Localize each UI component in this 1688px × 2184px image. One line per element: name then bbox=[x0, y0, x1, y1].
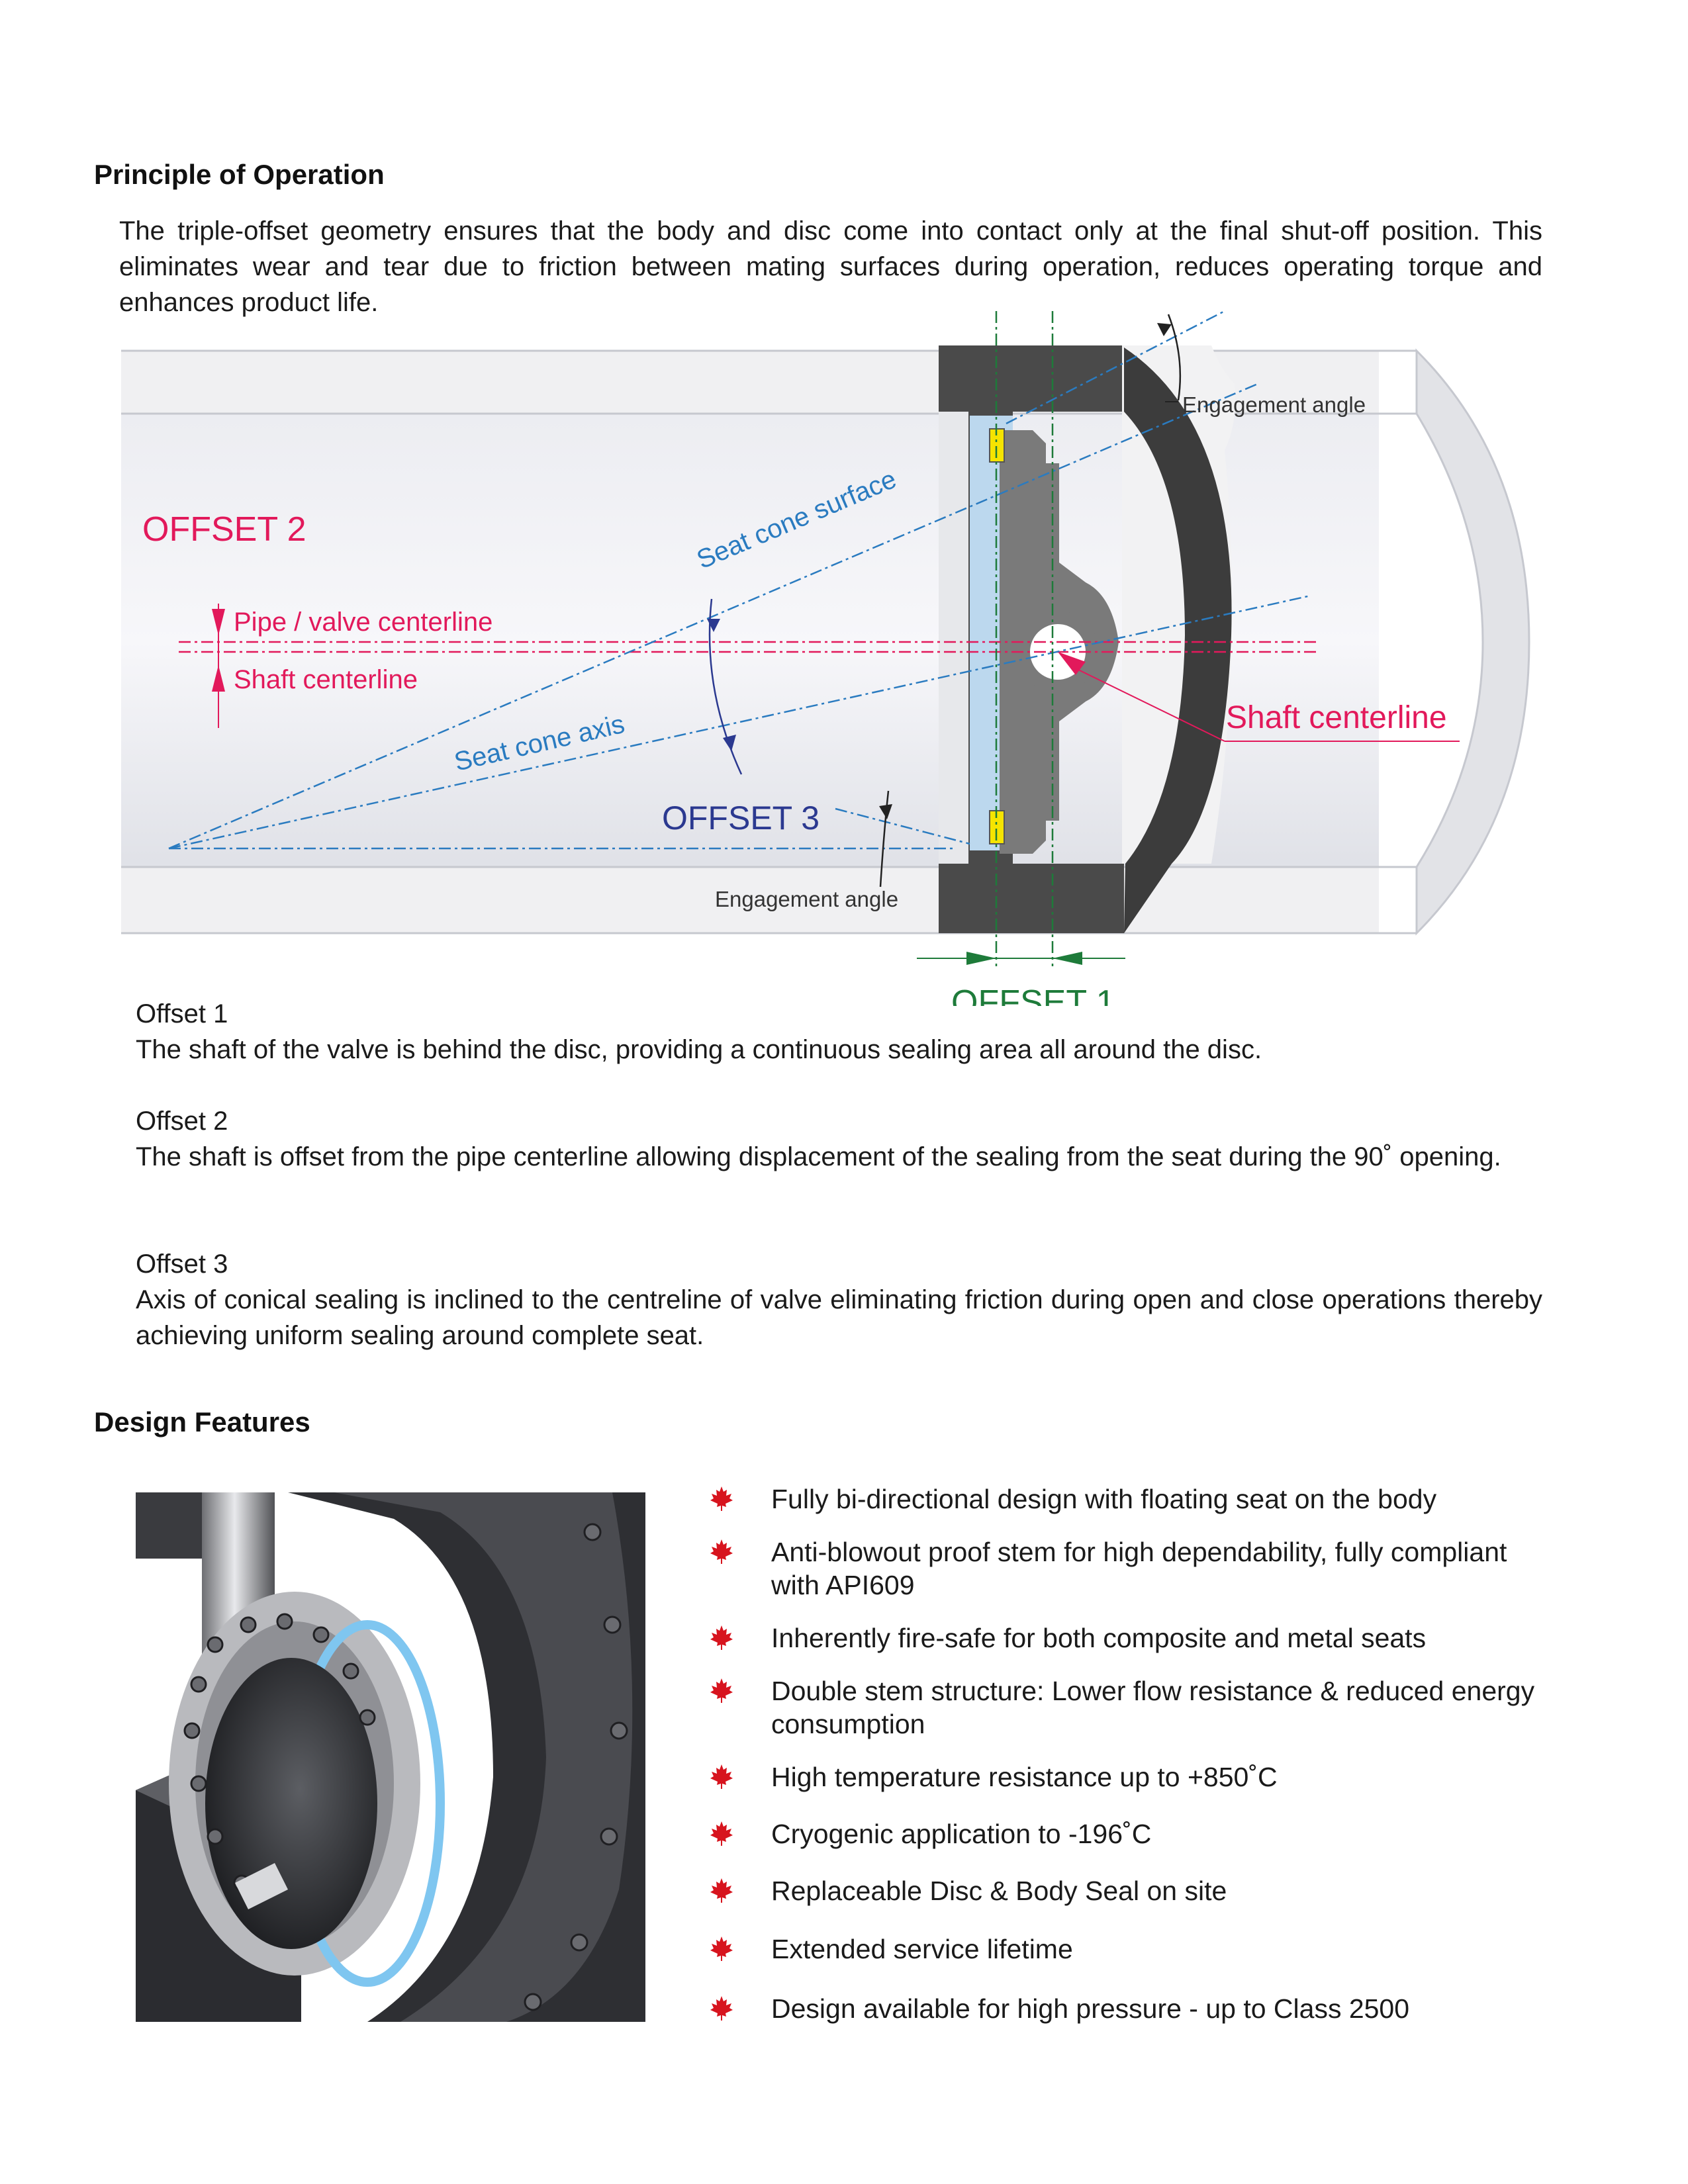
engagement-angle-bottom-label: Engagement angle bbox=[715, 887, 898, 911]
feature-text: Fully bi-directional design with floatin… bbox=[771, 1484, 1437, 1514]
maple-leaf-icon bbox=[710, 1625, 733, 1650]
design-features-list: Fully bi-directional design with floatin… bbox=[708, 1482, 1562, 2025]
valve-cutaway-image bbox=[136, 1492, 645, 2022]
offset-2-text: The shaft is offset from the pipe center… bbox=[136, 1142, 1501, 1171]
feature-text: Design available for high pressure - up … bbox=[771, 1993, 1410, 2024]
feature-item: Cryogenic application to -196˚C bbox=[708, 1817, 1562, 1850]
feature-text: High temperature resistance up to +850˚C bbox=[771, 1762, 1278, 1792]
maple-leaf-icon bbox=[710, 1996, 733, 2021]
offset-3-title: Offset 3 bbox=[136, 1250, 228, 1279]
feature-text: Cryogenic application to -196˚C bbox=[771, 1819, 1152, 1849]
feature-text: Double stem structure: Lower flow resist… bbox=[771, 1676, 1535, 1739]
maple-leaf-icon bbox=[710, 1878, 733, 1903]
feature-item: Extended service lifetime bbox=[708, 1933, 1562, 1966]
offset-1-text: The shaft of the valve is behind the dis… bbox=[136, 1035, 1262, 1064]
offset-1-block: Offset 1 The shaft of the valve is behin… bbox=[136, 996, 1542, 1068]
offset-2-title: Offset 2 bbox=[136, 1107, 228, 1136]
shaft-centerline-left-label: Shaft centerline bbox=[234, 665, 418, 694]
pipe-centerline-label: Pipe / valve centerline bbox=[234, 608, 492, 637]
maple-leaf-icon bbox=[710, 1936, 733, 1961]
offset2-label: OFFSET 2 bbox=[142, 510, 306, 549]
maple-leaf-icon bbox=[710, 1486, 733, 1511]
feature-item: Inherently fire-safe for both composite … bbox=[708, 1621, 1562, 1655]
feature-item: High temperature resistance up to +850˚C bbox=[708, 1760, 1562, 1794]
feature-text: Inherently fire-safe for both composite … bbox=[771, 1623, 1427, 1653]
feature-item: Replaceable Disc & Body Seal on site bbox=[708, 1874, 1562, 1907]
feature-item: Double stem structure: Lower flow resist… bbox=[708, 1674, 1562, 1741]
principle-intro: The triple-offset geometry ensures that … bbox=[119, 216, 1542, 317]
offset-3-text: Axis of conical sealing is inclined to t… bbox=[136, 1285, 1542, 1350]
feature-text: Replaceable Disc & Body Seal on site bbox=[771, 1876, 1227, 1906]
maple-leaf-icon bbox=[710, 1764, 733, 1789]
maple-leaf-icon bbox=[710, 1678, 733, 1703]
offset-1-title: Offset 1 bbox=[136, 999, 228, 1028]
feature-text: Anti-blowout proof stem for high dependa… bbox=[771, 1537, 1507, 1600]
feature-item: Anti-blowout proof stem for high dependa… bbox=[708, 1535, 1562, 1602]
offset1-label: OFFSET 1 bbox=[951, 983, 1115, 1006]
angle-markers bbox=[212, 314, 1460, 965]
feature-item: Fully bi-directional design with floatin… bbox=[708, 1482, 1562, 1516]
centerlines bbox=[168, 310, 1317, 966]
feature-item: Design available for high pressure - up … bbox=[708, 1992, 1562, 2025]
offset3-label: OFFSET 3 bbox=[662, 799, 820, 837]
offset-2-block: Offset 2 The shaft is offset from the pi… bbox=[136, 1103, 1542, 1175]
maple-leaf-icon bbox=[710, 1539, 733, 1564]
offset-3-block: Offset 3 Axis of conical sealing is incl… bbox=[136, 1246, 1542, 1353]
feature-text: Extended service lifetime bbox=[771, 1934, 1073, 1964]
engagement-angle-top-label: Engagement angle bbox=[1182, 392, 1366, 417]
maple-leaf-icon bbox=[710, 1821, 733, 1846]
design-heading: Design Features bbox=[94, 1406, 310, 1437]
triple-offset-diagram: OFFSET 2 Pipe / valve centerline Shaft c… bbox=[121, 310, 1530, 1006]
shaft-centerline-right-label: Shaft centerline bbox=[1226, 700, 1447, 735]
principle-heading: Principle of Operation bbox=[94, 159, 385, 190]
